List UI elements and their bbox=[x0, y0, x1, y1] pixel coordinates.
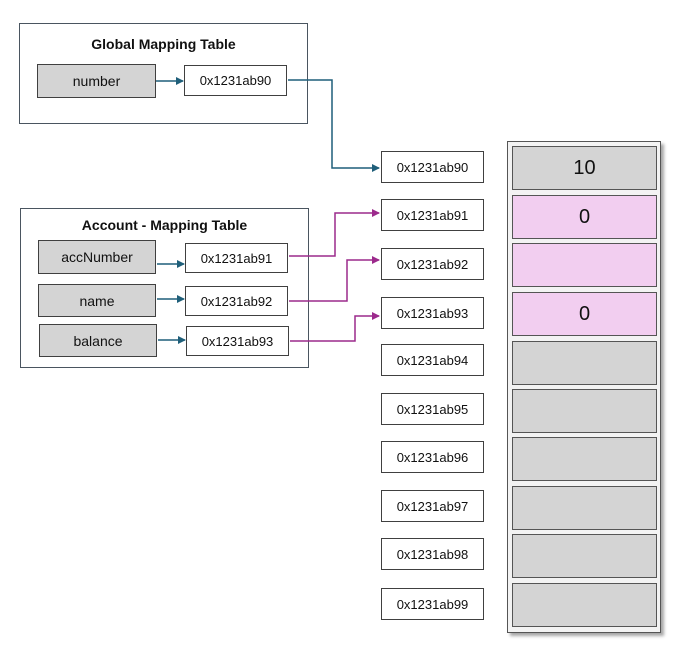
memory-cell bbox=[512, 437, 657, 481]
memory-address-label: 0x1231ab97 bbox=[381, 490, 484, 522]
memory-cell bbox=[512, 583, 657, 627]
account-addr-name: 0x1231ab92 bbox=[185, 286, 288, 316]
memory-cell bbox=[512, 534, 657, 578]
memory-cell bbox=[512, 243, 657, 287]
account-var-accnumber: accNumber bbox=[38, 240, 156, 274]
memory-address-label: 0x1231ab90 bbox=[381, 151, 484, 183]
memory-cell: 0 bbox=[512, 195, 657, 239]
account-mapping-table-title: Account - Mapping Table bbox=[81, 217, 248, 233]
memory-address-label: 0x1231ab93 bbox=[381, 297, 484, 329]
memory-address-label: 0x1231ab98 bbox=[381, 538, 484, 570]
connector-number-to-memory bbox=[288, 79, 380, 172]
memory-cell bbox=[512, 341, 657, 385]
account-addr-accnumber: 0x1231ab91 bbox=[185, 243, 288, 273]
account-var-name: name bbox=[38, 284, 156, 317]
account-addr-balance: 0x1231ab93 bbox=[186, 326, 289, 356]
global-mapping-table-title: Global Mapping Table bbox=[91, 36, 236, 52]
global-addr-number: 0x1231ab90 bbox=[184, 65, 287, 96]
global-var-number: number bbox=[37, 64, 156, 98]
connector-accnumber-to-memory bbox=[289, 209, 380, 257]
memory-address-label: 0x1231ab96 bbox=[381, 441, 484, 473]
memory-address-label: 0x1231ab92 bbox=[381, 248, 484, 280]
account-var-balance: balance bbox=[39, 324, 157, 357]
memory-cell bbox=[512, 389, 657, 433]
memory-address-label: 0x1231ab94 bbox=[381, 344, 484, 376]
memory-address-label: 0x1231ab95 bbox=[381, 393, 484, 425]
memory-cell bbox=[512, 486, 657, 530]
memory-cell: 10 bbox=[512, 146, 657, 190]
memory-address-label: 0x1231ab91 bbox=[381, 199, 484, 231]
connector-balance-to-memory bbox=[290, 312, 380, 342]
connector-name-to-memory bbox=[289, 256, 380, 302]
memory-cell: 0 bbox=[512, 292, 657, 336]
memory-address-label: 0x1231ab99 bbox=[381, 588, 484, 620]
